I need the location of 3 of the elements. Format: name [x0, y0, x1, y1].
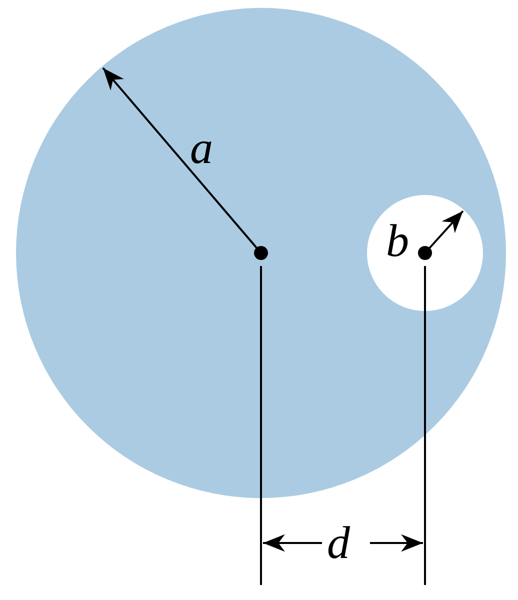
radius-label: a: [190, 125, 213, 171]
radius-label: b: [386, 218, 409, 264]
distance-label: d: [327, 520, 350, 566]
